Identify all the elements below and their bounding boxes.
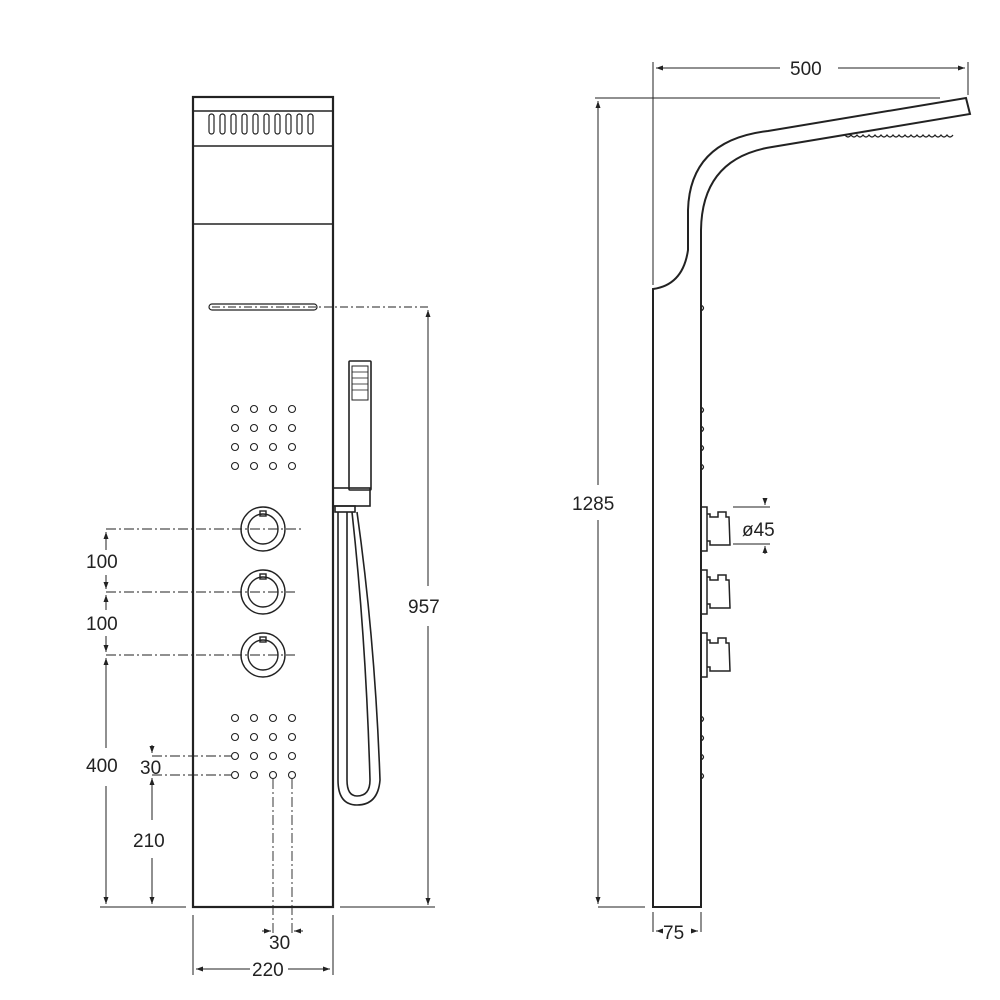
dim-total-height: 1285 (572, 494, 614, 515)
side-profile (652, 96, 972, 908)
hand-shower (332, 360, 381, 806)
front-view-labels: 100 100 400 30 210 30 220 957 (86, 552, 440, 981)
panel-outline (191, 95, 335, 909)
dim-panel-width: 220 (252, 960, 284, 981)
dim-jet-column-spacing: 30 (269, 933, 290, 954)
dim-lowest-jet-height: 210 (133, 831, 165, 852)
dim-handshower-height: 957 (408, 597, 440, 618)
dim-valve-spacing-1: 100 (86, 552, 118, 573)
side-jets (700, 304, 705, 780)
waterfall-outlet (208, 303, 318, 311)
dim-valve-spacing-2: 100 (86, 614, 118, 635)
dim-bottom-valve-height: 400 (86, 756, 118, 777)
dim-valve-diameter: ø45 (742, 520, 775, 541)
side-valves (700, 506, 731, 678)
dim-panel-depth: 75 (663, 923, 684, 944)
dim-jet-row-spacing: 30 (140, 758, 161, 779)
top-waterfall-slots (208, 113, 314, 135)
upper-body-jets (230, 404, 297, 471)
side-view-labels: 500 1285 ø45 75 (572, 59, 822, 944)
dim-overhead-projection: 500 (790, 59, 822, 80)
side-view (595, 62, 972, 934)
lower-body-jets (230, 713, 297, 780)
front-view (100, 95, 435, 975)
